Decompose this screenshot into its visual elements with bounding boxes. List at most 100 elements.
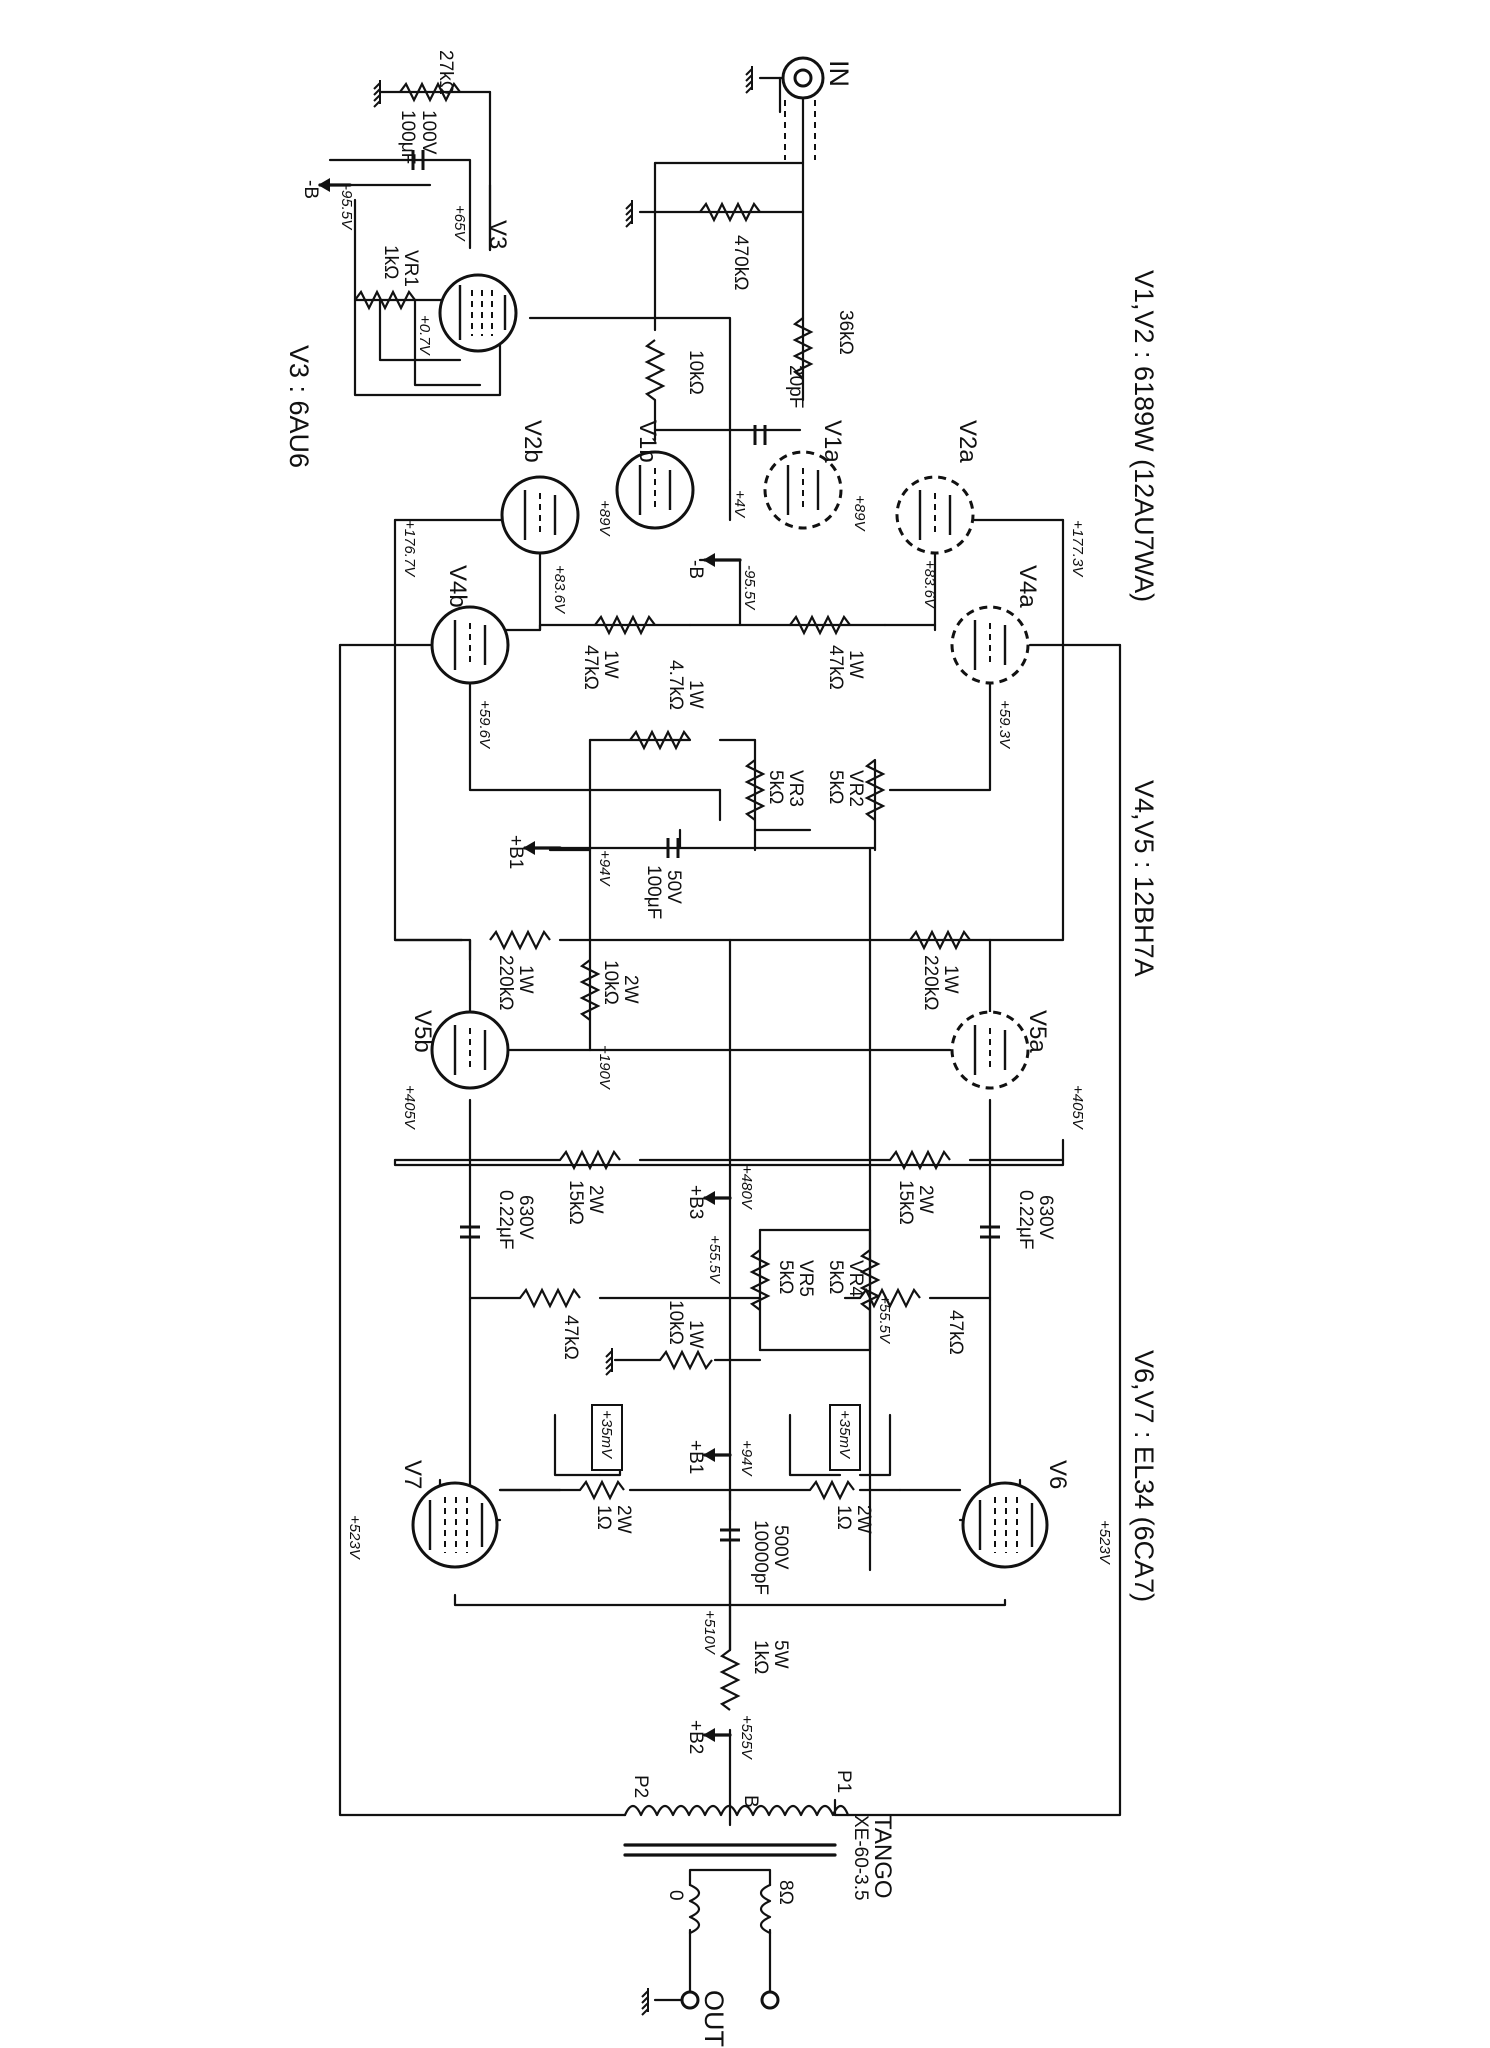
components-meter-b-label: +35mV: [836, 1410, 853, 1460]
voltages-v-65-label: +65V: [451, 205, 468, 242]
components-r-47k-1w-b-v-label: 47kΩ: [825, 645, 846, 690]
components-vr4-a-label: VR4: [845, 1260, 866, 1297]
voltages-v-177-label: +177.3V: [1069, 520, 1086, 578]
voltages-v-596-label: +59.6V: [476, 700, 493, 750]
tube-v2b: V2b: [519, 420, 546, 463]
out-8-label: 8Ω: [775, 1880, 796, 1905]
components-r-220k-a-w-label: 1W: [515, 965, 536, 994]
transformer-b: B: [740, 1795, 761, 1808]
voltages-v-405-a-label: +405V: [401, 1085, 418, 1131]
components-c-20p-label: 20pF: [785, 365, 806, 408]
tube-v5b: V5b: [409, 1010, 436, 1053]
tubes: [411, 273, 1049, 1569]
components-c-50v-b-label: 100μF: [643, 865, 664, 919]
transformer-p1: P1: [833, 1770, 854, 1793]
transformer-brand: TANGO: [869, 1815, 896, 1899]
tube-v7: V7: [399, 1460, 426, 1489]
components-r-47k-1w-a-v-label: 47kΩ: [580, 645, 601, 690]
components-r-4k7-w-label: 1W: [685, 680, 706, 709]
voltages-v-510-label: +510V: [701, 1610, 718, 1656]
components-r-47k-1w-b-w-label: 1W: [845, 650, 866, 679]
components-c-10000p-v-label: 500V: [770, 1525, 791, 1570]
voltages-v-89-b-label: +89V: [596, 500, 613, 537]
components-r-27k-label: 27kΩ: [435, 50, 456, 95]
components-r-10k-1w-w-label: 1W: [685, 1320, 706, 1349]
components-vr3-a-label: VR3: [785, 770, 806, 807]
v4-v5-type-label: V4,V5 : 12BH7A: [1129, 780, 1159, 977]
components-vr2-b-label: 5kΩ: [825, 770, 846, 804]
components-r-220k-b-w-label: 1W: [940, 965, 961, 994]
voltages-v-94-b-label: +94V: [738, 1440, 755, 1477]
components-vr4-b-label: 5kΩ: [825, 1260, 846, 1294]
components-c-022-b-c-label: 0.22μF: [1015, 1190, 1036, 1250]
components-vr2-a-label: VR2: [845, 770, 866, 807]
minus-b-mid: -B: [685, 560, 706, 579]
components-r-47k-a-label: 47kΩ: [560, 1315, 581, 1360]
voltages-v-523-a-label: +523V: [346, 1515, 363, 1561]
components-r-10k-2w-v-label: 10kΩ: [600, 960, 621, 1005]
components-vr1-b-label: 1kΩ: [380, 245, 401, 279]
voltages-v-523-b-label: +523V: [1096, 1520, 1113, 1566]
components-r-10k-2w-w-label: 2W: [620, 975, 641, 1004]
voltages-v-07-label: +0.7V: [416, 315, 433, 357]
components-r-470k-label: 470kΩ: [730, 235, 751, 290]
voltages-v-593-label: +59.3V: [996, 700, 1013, 750]
voltages-v-94-a-label: +94V: [596, 850, 613, 887]
v6-v7-type-label: V6,V7 : EL34 (6CA7): [1129, 1350, 1159, 1602]
tube-v3: V3: [484, 220, 511, 249]
components-r-220k-b-v-label: 220kΩ: [920, 955, 941, 1010]
voltages-v-4-label: +4V: [731, 490, 748, 519]
tube-v2a: V2a: [954, 420, 981, 463]
components-c-022-b-v-label: 630V: [1035, 1195, 1056, 1240]
components-r-15k-b-v-label: 15kΩ: [895, 1180, 916, 1225]
b3: +B3: [685, 1185, 706, 1219]
components-c-022-a-c-label: 0.22μF: [495, 1190, 516, 1250]
components-vr3-b-label: 5kΩ: [765, 770, 786, 804]
components-r-15k-a-w-label: 2W: [585, 1185, 606, 1214]
misc-symbols: [318, 56, 861, 2016]
voltages-v-190-label: +190V: [596, 1045, 613, 1091]
components-vr5-a-label: VR5: [795, 1260, 816, 1297]
components-r-1k-5w-v-label: 1kΩ: [750, 1640, 771, 1674]
tube-v4b: V4b: [444, 565, 471, 608]
output-label: OUT: [699, 1990, 729, 2047]
voltages-v-525-label: +525V: [738, 1715, 755, 1761]
voltages-v-480-label: +480V: [738, 1165, 755, 1211]
components-r-1ohm-b-v-label: 1Ω: [833, 1505, 854, 1530]
components-r-10k-label: 10kΩ: [685, 350, 706, 395]
voltages-v-89-a-label: +89V: [851, 495, 868, 532]
components-r-1k-5w-w-label: 5W: [770, 1640, 791, 1669]
components-r-4k7-v-label: 4.7kΩ: [665, 660, 686, 710]
components-r-1ohm-a-v-label: 1Ω: [593, 1505, 614, 1530]
tube-v5a: V5a: [1024, 1010, 1051, 1053]
tube-v1a: V1a: [819, 420, 846, 463]
b1-mid: +B1: [505, 835, 526, 869]
output-transformer: [623, 1798, 850, 1935]
v3-type-label: V3 : 6AU6: [284, 345, 314, 468]
input-label: IN: [824, 60, 854, 87]
out-0-label: 0: [665, 1890, 686, 1901]
voltages-v-555-a-label: +55.5V: [706, 1235, 723, 1285]
labels: V1,V2 : 6189W (12AU7WA) V4,V5 : 12BH7A V…: [284, 50, 1159, 2047]
components-c-100u-100v-a-label: 100V: [418, 110, 439, 155]
components-c-10000p-c-label: 10000pF: [750, 1520, 771, 1595]
components-c-100u-100v-b-label: 100μF: [397, 110, 418, 164]
b1-bottom: +B1: [685, 1440, 706, 1474]
components-r-15k-b-w-label: 2W: [915, 1185, 936, 1214]
minus-b-top: -B: [300, 180, 321, 199]
voltages-v-836-a-label: +83.6V: [551, 565, 568, 615]
voltages-v-836-b-label: +83.6V: [921, 560, 938, 610]
components-vr1-a-label: VR1: [400, 250, 421, 287]
tube-v6: V6: [1044, 1460, 1071, 1489]
tube-v4a: V4a: [1014, 565, 1041, 608]
tube-v1b: V1b: [634, 420, 661, 463]
components-c-50v-a-label: 50V: [663, 870, 684, 904]
components-r-1ohm-a-w-label: 2W: [613, 1505, 634, 1534]
components-c-022-a-v-label: 630V: [515, 1195, 536, 1240]
voltages-v-minus95-top-label: -95.5V: [338, 185, 355, 231]
transformer-p2: P2: [630, 1775, 651, 1798]
voltages-v-555-b-label: +55.5V: [876, 1295, 893, 1345]
b2: +B2: [685, 1720, 706, 1754]
voltages-v-176-label: +176.7V: [401, 520, 418, 578]
